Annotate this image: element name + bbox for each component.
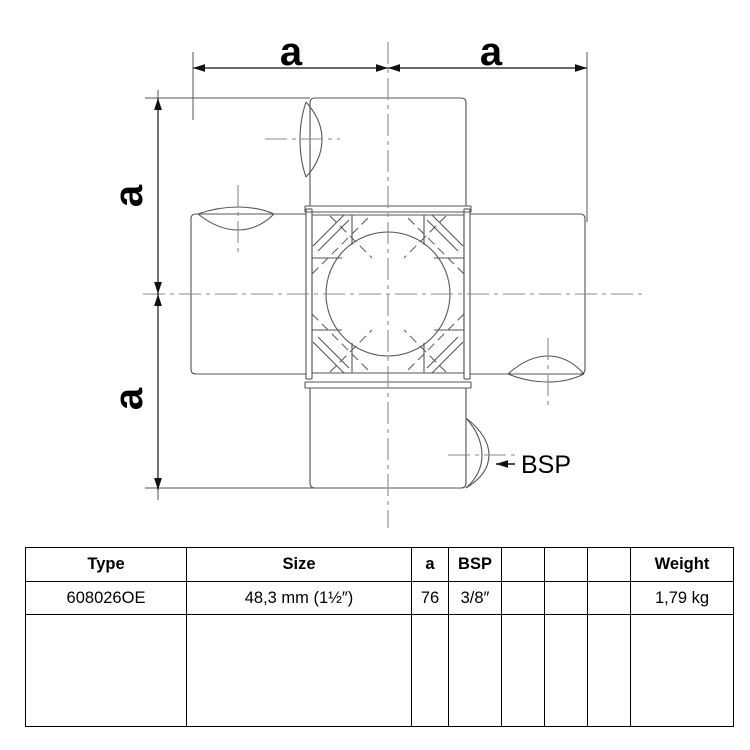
header-type: Type: [25, 547, 187, 582]
dimension-lines: [154, 64, 587, 490]
cell-weight: 1,79 kg: [630, 581, 734, 615]
dim-label-left-upper: a: [107, 184, 151, 207]
table-header-row: Type Size a BSP Weight: [25, 547, 734, 582]
center-body-ribs: [312, 215, 464, 373]
cell-empty-2: [544, 581, 588, 615]
hidden-chamfer-tl-b: [329, 329, 373, 373]
right-socket-boss: [507, 355, 585, 375]
filler-cell-bsp: [448, 614, 502, 727]
left-socket-boss: [197, 213, 275, 231]
spec-table: Type Size a BSP Weight 608026OE 48,3 mm …: [25, 547, 734, 727]
header-weight: Weight: [630, 547, 734, 582]
spec-table-body: 608026OE 48,3 mm (1½″) 76 3/8″ 1,79 kg: [25, 581, 734, 727]
extension-lines: [145, 52, 588, 500]
centerlines: [143, 42, 645, 528]
cell-a: 76: [411, 581, 449, 615]
filler-cell-empty-1: [501, 614, 545, 727]
spec-table-head: Type Size a BSP Weight: [25, 547, 734, 582]
center-body-octagon: [311, 214, 465, 374]
bottom-socket-boss: [465, 417, 483, 489]
filler-cell-a: [411, 614, 449, 727]
header-empty-3: [587, 547, 631, 582]
technical-drawing: a a a a BSP: [107, 30, 645, 528]
top-socket-boss-edge: [299, 101, 307, 178]
left-socket-boss-edge: [197, 206, 275, 215]
header-empty-2: [544, 547, 588, 582]
right-socket-boss-edge: [507, 373, 585, 383]
dim-label-left-lower: a: [107, 387, 151, 410]
cell-size: 48,3 mm (1½″): [186, 581, 412, 615]
cell-empty-1: [501, 581, 545, 615]
header-a: a: [411, 547, 449, 582]
bottom-socket-boss-edge: [465, 417, 490, 489]
hidden-edges: [311, 215, 465, 373]
bsp-callout-label: BSP: [521, 451, 571, 479]
dim-label-top-right: a: [480, 30, 503, 74]
filler-cell-size: [186, 614, 412, 727]
filler-cell-empty-3: [587, 614, 631, 727]
table-filler-row: [25, 614, 734, 727]
table-row: 608026OE 48,3 mm (1½″) 76 3/8″ 1,79 kg: [25, 581, 734, 615]
filler-cell-weight: [630, 614, 734, 727]
hidden-chamfer-tr-b: [403, 329, 447, 373]
filler-cell-empty-2: [544, 614, 588, 727]
corner-chamfers: [312, 214, 464, 374]
dim-label-top-left: a: [280, 30, 303, 74]
cell-bsp: 3/8″: [448, 581, 502, 615]
hidden-chamfer-bl-b: [329, 215, 373, 259]
header-size: Size: [186, 547, 412, 582]
cell-empty-3: [587, 581, 631, 615]
header-bsp: BSP: [448, 547, 502, 582]
spec-table-container: Type Size a BSP Weight 608026OE 48,3 mm …: [25, 547, 734, 727]
filler-cell-type: [25, 614, 187, 727]
hidden-chamfer-br-b: [403, 215, 447, 259]
header-empty-1: [501, 547, 545, 582]
cell-type: 608026OE: [25, 581, 187, 615]
